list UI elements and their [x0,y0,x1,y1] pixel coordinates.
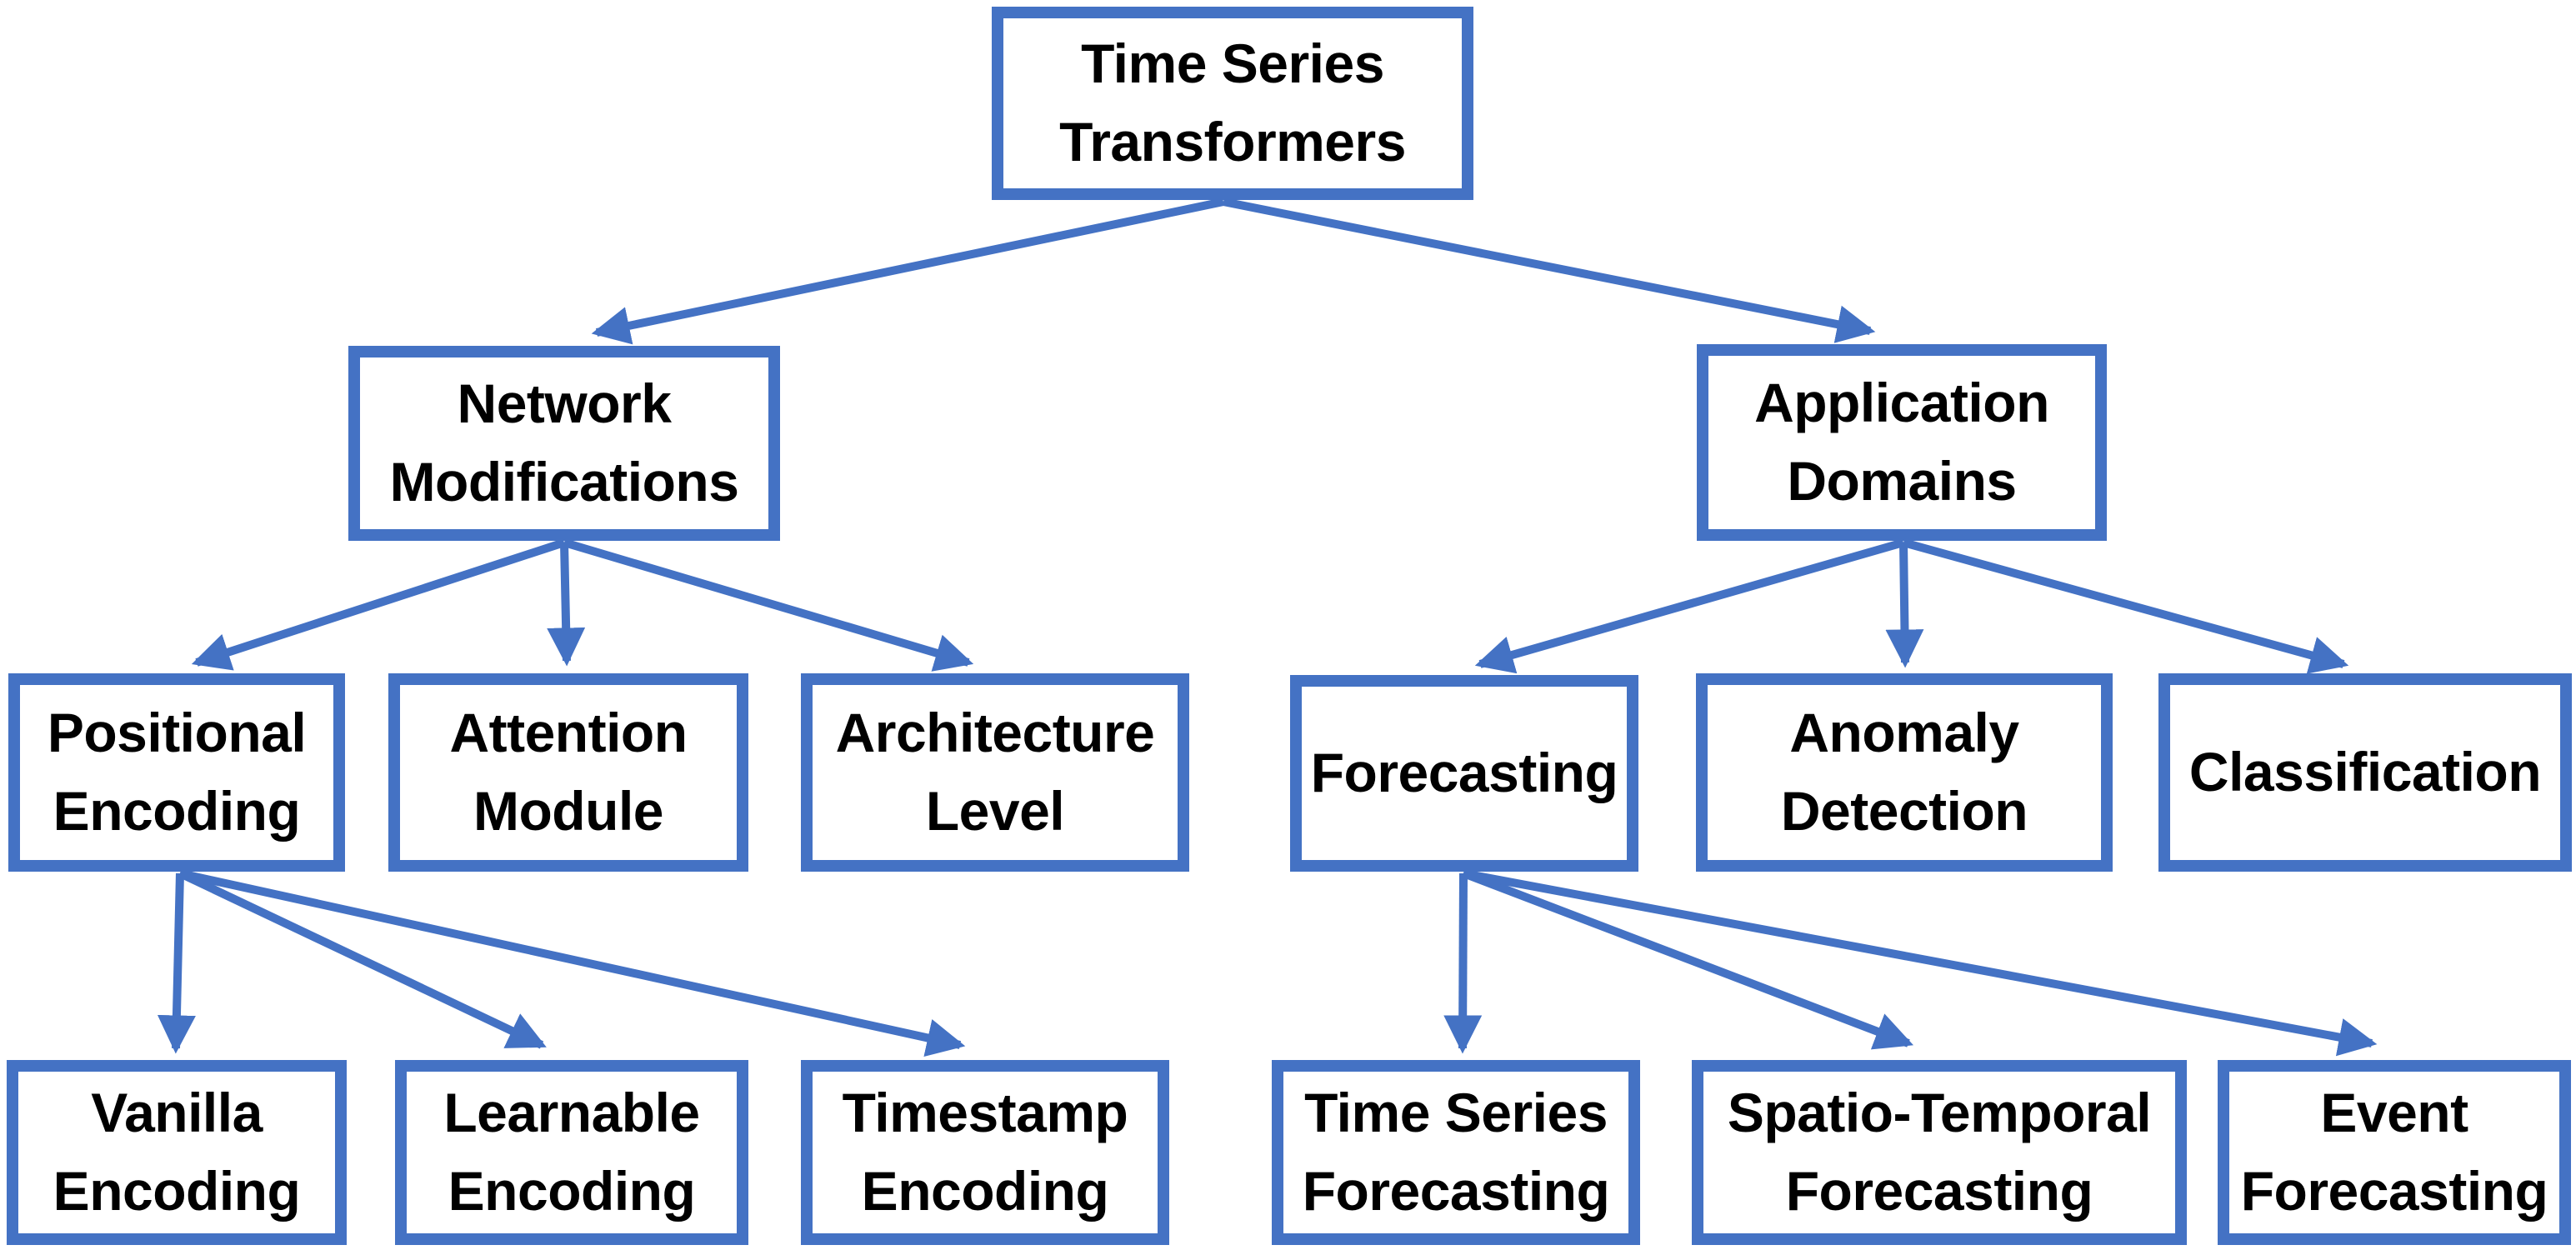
node-label: Application Domains [1754,372,2049,512]
node-time-series-forecasting: Time Series Forecasting [1272,1060,1640,1245]
node-spatio-temporal-forecasting: Spatio-Temporal Forecasting [1692,1060,2187,1245]
node-label: Spatio-Temporal Forecasting [1727,1082,2152,1222]
edge-forecasting-spatiotemporal [1462,869,1914,1050]
edge-root-network-modifications [591,198,1225,345]
edge-positional-vanilla [157,872,196,1054]
edge-application-anomaly [1885,542,1924,668]
edge-network-positional [191,538,566,671]
node-classification: Classification [2158,673,2572,872]
node-label: Learnable Encoding [443,1082,700,1222]
node-architecture-level: Architecture Level [801,673,1189,872]
node-application-domains: Application Domains [1697,344,2107,541]
edge-application-classification [1902,538,2349,674]
edge-positional-timestamp [178,869,966,1057]
node-event-forecasting: Event Forecasting [2218,1060,2571,1245]
node-learnable-encoding: Learnable Encoding [395,1060,748,1245]
node-label: Time Series Transformers [1059,32,1406,172]
node-vanilla-encoding: Vanilla Encoding [7,1060,347,1245]
node-time-series-transformers: Time Series Transformers [992,7,1473,200]
node-label: Event Forecasting [2240,1082,2548,1222]
node-label: Network Modifications [389,372,739,512]
edge-network-attention [547,542,586,667]
node-label: Vanilla Encoding [53,1082,301,1222]
node-anomaly-detection: Anomaly Detection [1696,673,2113,872]
edge-network-architecture [563,538,974,672]
node-attention-module: Attention Module [388,673,748,872]
node-positional-encoding: Positional Encoding [8,673,345,872]
node-timestamp-encoding: Timestamp Encoding [801,1060,1169,1245]
node-forecasting: Forecasting [1290,675,1638,872]
node-network-modifications: Network Modifications [348,346,780,541]
node-label: Classification [2188,741,2542,803]
node-label: Attention Module [449,702,688,842]
edge-forecasting-event [1463,869,2378,1057]
node-label: Forecasting [1310,742,1618,804]
edge-positional-learnable [178,869,547,1049]
node-label: Positional Encoding [47,702,307,842]
edge-application-forecasting [1474,538,1905,674]
node-label: Architecture Level [835,702,1155,842]
node-label: Time Series Forecasting [1302,1082,1610,1222]
edge-root-application-domains [1223,198,1876,343]
node-label: Anomaly Detection [1780,702,2028,842]
node-label: Timestamp Encoding [842,1082,1128,1222]
